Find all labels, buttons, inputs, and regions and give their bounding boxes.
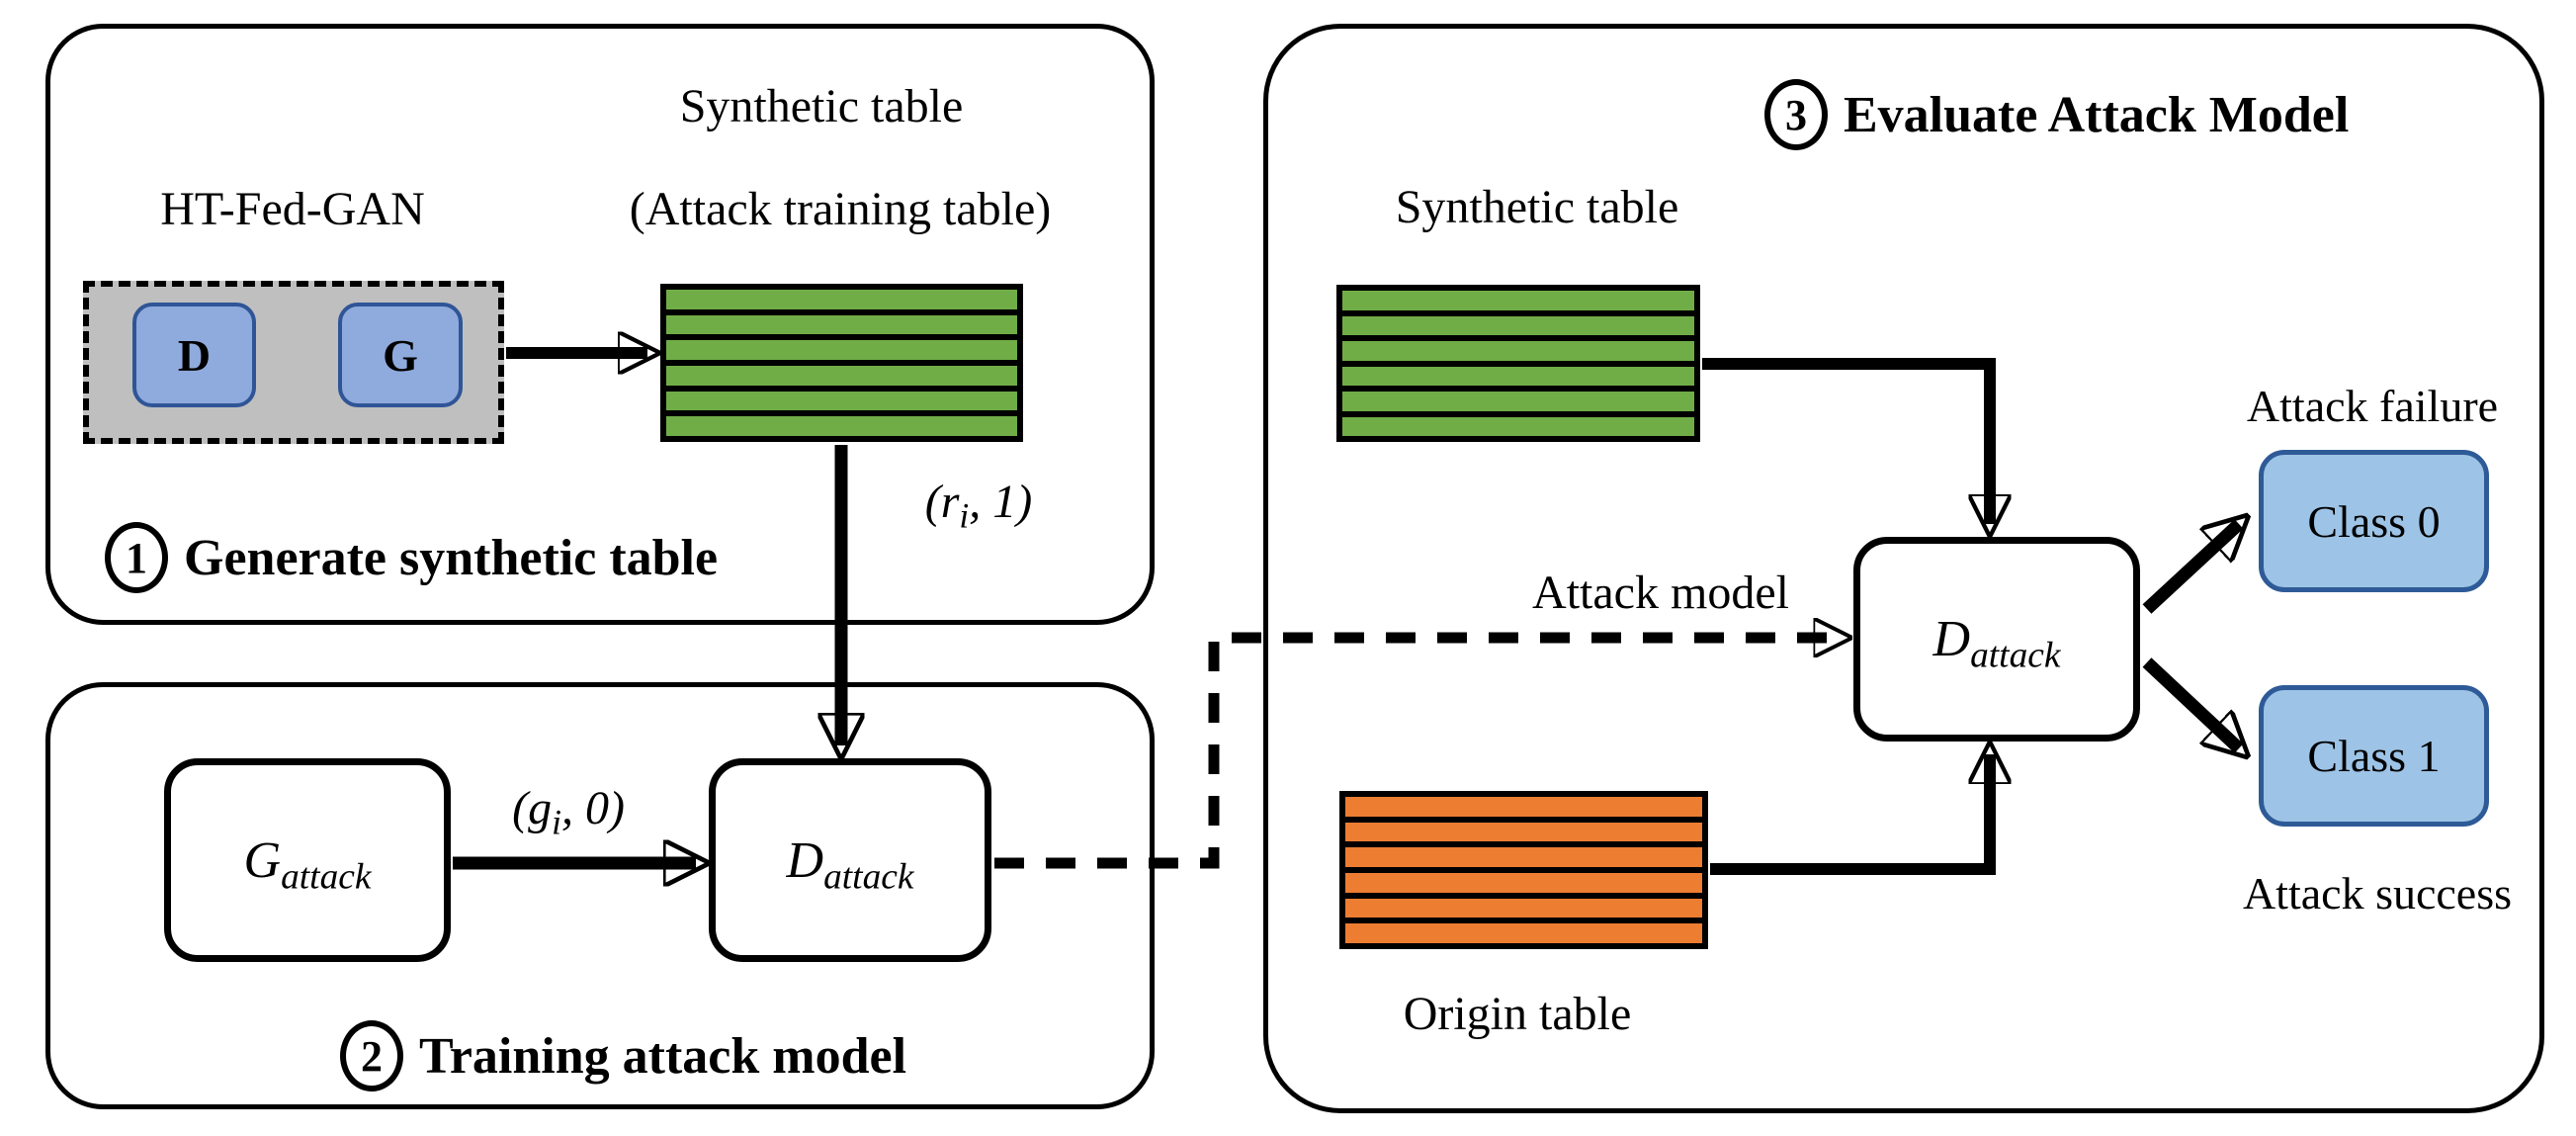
table-row bbox=[1345, 847, 1702, 867]
attack-success-label: Attack success bbox=[2242, 868, 2513, 918]
class1-node: Class 1 bbox=[2259, 685, 2489, 827]
circled-number-2: 2 bbox=[340, 1020, 403, 1092]
class0-node: Class 0 bbox=[2259, 450, 2489, 592]
table-row bbox=[666, 340, 1017, 360]
d-attack-eval-node: Dattack bbox=[1853, 537, 2140, 742]
attack-training-table-subtitle: (Attack training table) bbox=[629, 183, 1052, 235]
attack-model-label: Attack model bbox=[1532, 567, 1789, 619]
attack-failure-label: Attack failure bbox=[2246, 381, 2499, 431]
panel3-title-text: Evaluate Attack Model bbox=[1844, 86, 2350, 143]
origin-table-label: Origin table bbox=[1403, 988, 1632, 1040]
circled-number-1: 1 bbox=[105, 522, 168, 593]
discriminator-node: D bbox=[132, 303, 256, 407]
table-row bbox=[666, 290, 1017, 309]
d-attack-train-label: Dattack bbox=[786, 831, 914, 897]
panel3-title: 3 Evaluate Attack Model bbox=[1764, 79, 2349, 150]
table-row bbox=[666, 314, 1017, 335]
table-row bbox=[1342, 366, 1694, 386]
table-row bbox=[1345, 797, 1702, 817]
table-row bbox=[1345, 822, 1702, 842]
synthetic-table-graphic bbox=[660, 284, 1023, 442]
table-row bbox=[1342, 315, 1694, 335]
class0-label: Class 0 bbox=[2307, 495, 2441, 547]
g-attack-label: Gattack bbox=[243, 831, 372, 897]
table-row bbox=[1342, 341, 1694, 361]
table-row bbox=[1342, 392, 1694, 411]
ri-1-pair-label: (ri, 1) bbox=[880, 475, 1077, 533]
pair-pre: (g bbox=[512, 782, 553, 834]
gi-0-pair-label: (gi, 0) bbox=[465, 781, 672, 839]
discriminator-label: D bbox=[177, 329, 212, 381]
table-row bbox=[666, 391, 1017, 411]
pair-post: , 0) bbox=[560, 782, 625, 834]
pair-sub: i bbox=[959, 495, 970, 536]
g-attack-node: Gattack bbox=[164, 758, 451, 962]
pair-sub: i bbox=[552, 802, 561, 842]
ht-fed-gan-label: HT-Fed-GAN bbox=[160, 183, 425, 235]
synthetic-table-graphic-eval bbox=[1336, 285, 1700, 442]
synthetic-table-label-eval: Synthetic table bbox=[1395, 181, 1679, 233]
panel1-caption: 1 Generate synthetic table bbox=[105, 522, 718, 593]
table-row bbox=[666, 365, 1017, 386]
table-row bbox=[666, 416, 1017, 436]
generator-node: G bbox=[338, 303, 463, 407]
table-row bbox=[1342, 416, 1694, 436]
d-attack-train-node: Dattack bbox=[709, 758, 991, 962]
d-attack-eval-label: Dattack bbox=[1932, 611, 2061, 676]
circled-number-3: 3 bbox=[1764, 79, 1828, 150]
synthetic-table-title: Synthetic table bbox=[679, 80, 964, 132]
table-row bbox=[1345, 923, 1702, 943]
panel2-caption-text: Training attack model bbox=[419, 1027, 907, 1085]
origin-table-graphic bbox=[1339, 791, 1708, 949]
panel2-caption: 2 Training attack model bbox=[340, 1020, 906, 1092]
table-row bbox=[1345, 898, 1702, 918]
table-row bbox=[1345, 872, 1702, 893]
pair-pre: (r bbox=[924, 476, 960, 528]
table-row bbox=[1342, 291, 1694, 310]
panel1-caption-text: Generate synthetic table bbox=[184, 529, 719, 586]
generator-label: G bbox=[383, 329, 418, 381]
class1-label: Class 1 bbox=[2307, 731, 2441, 781]
pair-post: , 1) bbox=[969, 476, 1033, 528]
